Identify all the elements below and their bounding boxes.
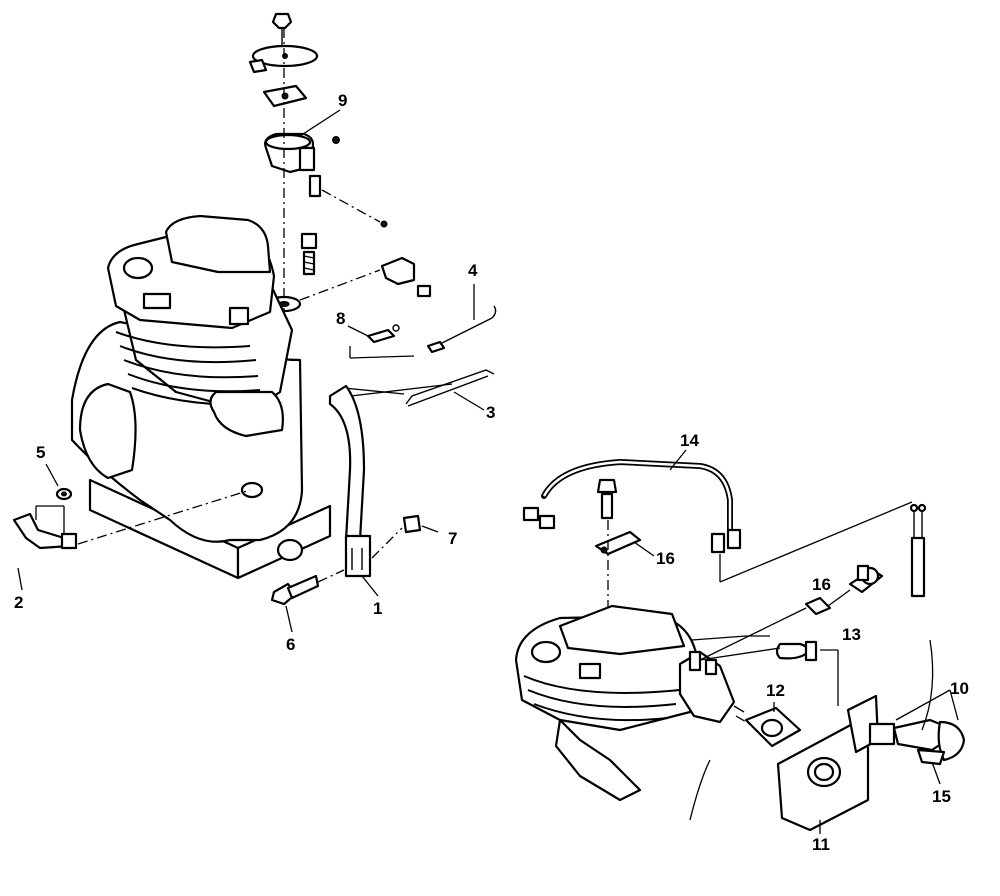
callout-14: 14	[680, 431, 699, 450]
spark-switch	[689, 639, 966, 821]
engine-block	[70, 214, 332, 580]
small-washer	[55, 487, 73, 501]
shoulder-bolt	[270, 569, 345, 606]
small-engine	[514, 604, 700, 802]
callout-13: 13	[842, 625, 861, 644]
gasket-plate	[262, 84, 308, 108]
callout-11: 11	[812, 835, 830, 854]
callout-9: 9	[338, 91, 347, 110]
carburetor	[678, 650, 781, 743]
control-link	[333, 369, 495, 407]
bracket	[299, 256, 432, 301]
throttle-lever	[328, 384, 372, 578]
callout-5: 5	[36, 443, 45, 462]
callout-16-top: 16	[656, 549, 675, 568]
fuel-fitting	[12, 489, 251, 550]
callout-4: 4	[468, 261, 478, 280]
callout-1: 1	[373, 599, 382, 618]
solenoid-assembly	[264, 132, 388, 228]
callout-labels: 1 2 3 4 5 6 7 8 9 10 11 12 13 14 15 16 1…	[14, 91, 969, 854]
callout-3: 3	[486, 403, 495, 422]
bolt-stack	[300, 232, 318, 276]
carb-gasket	[744, 706, 802, 748]
plug-lead	[856, 503, 927, 598]
callout-16-right: 16	[812, 575, 831, 594]
fuel-line	[691, 635, 839, 706]
top-screw	[271, 12, 293, 46]
callout-12: 12	[766, 681, 785, 700]
wire-harness	[522, 459, 913, 583]
callout-10: 10	[950, 679, 969, 698]
callout-6: 6	[286, 635, 295, 654]
callout-8: 8	[336, 309, 345, 328]
top-cover-plate	[248, 44, 319, 74]
mounting-plate	[776, 694, 880, 832]
left-assembly	[12, 12, 497, 606]
right-assembly	[514, 459, 966, 832]
callout-2: 2	[14, 593, 23, 612]
governor-spring-rod	[426, 284, 497, 354]
callout-7: 7	[448, 529, 457, 548]
lock-nut	[371, 514, 439, 559]
spring-clip	[349, 324, 415, 359]
clamp-bolt	[594, 478, 642, 612]
callout-15: 15	[932, 787, 951, 806]
